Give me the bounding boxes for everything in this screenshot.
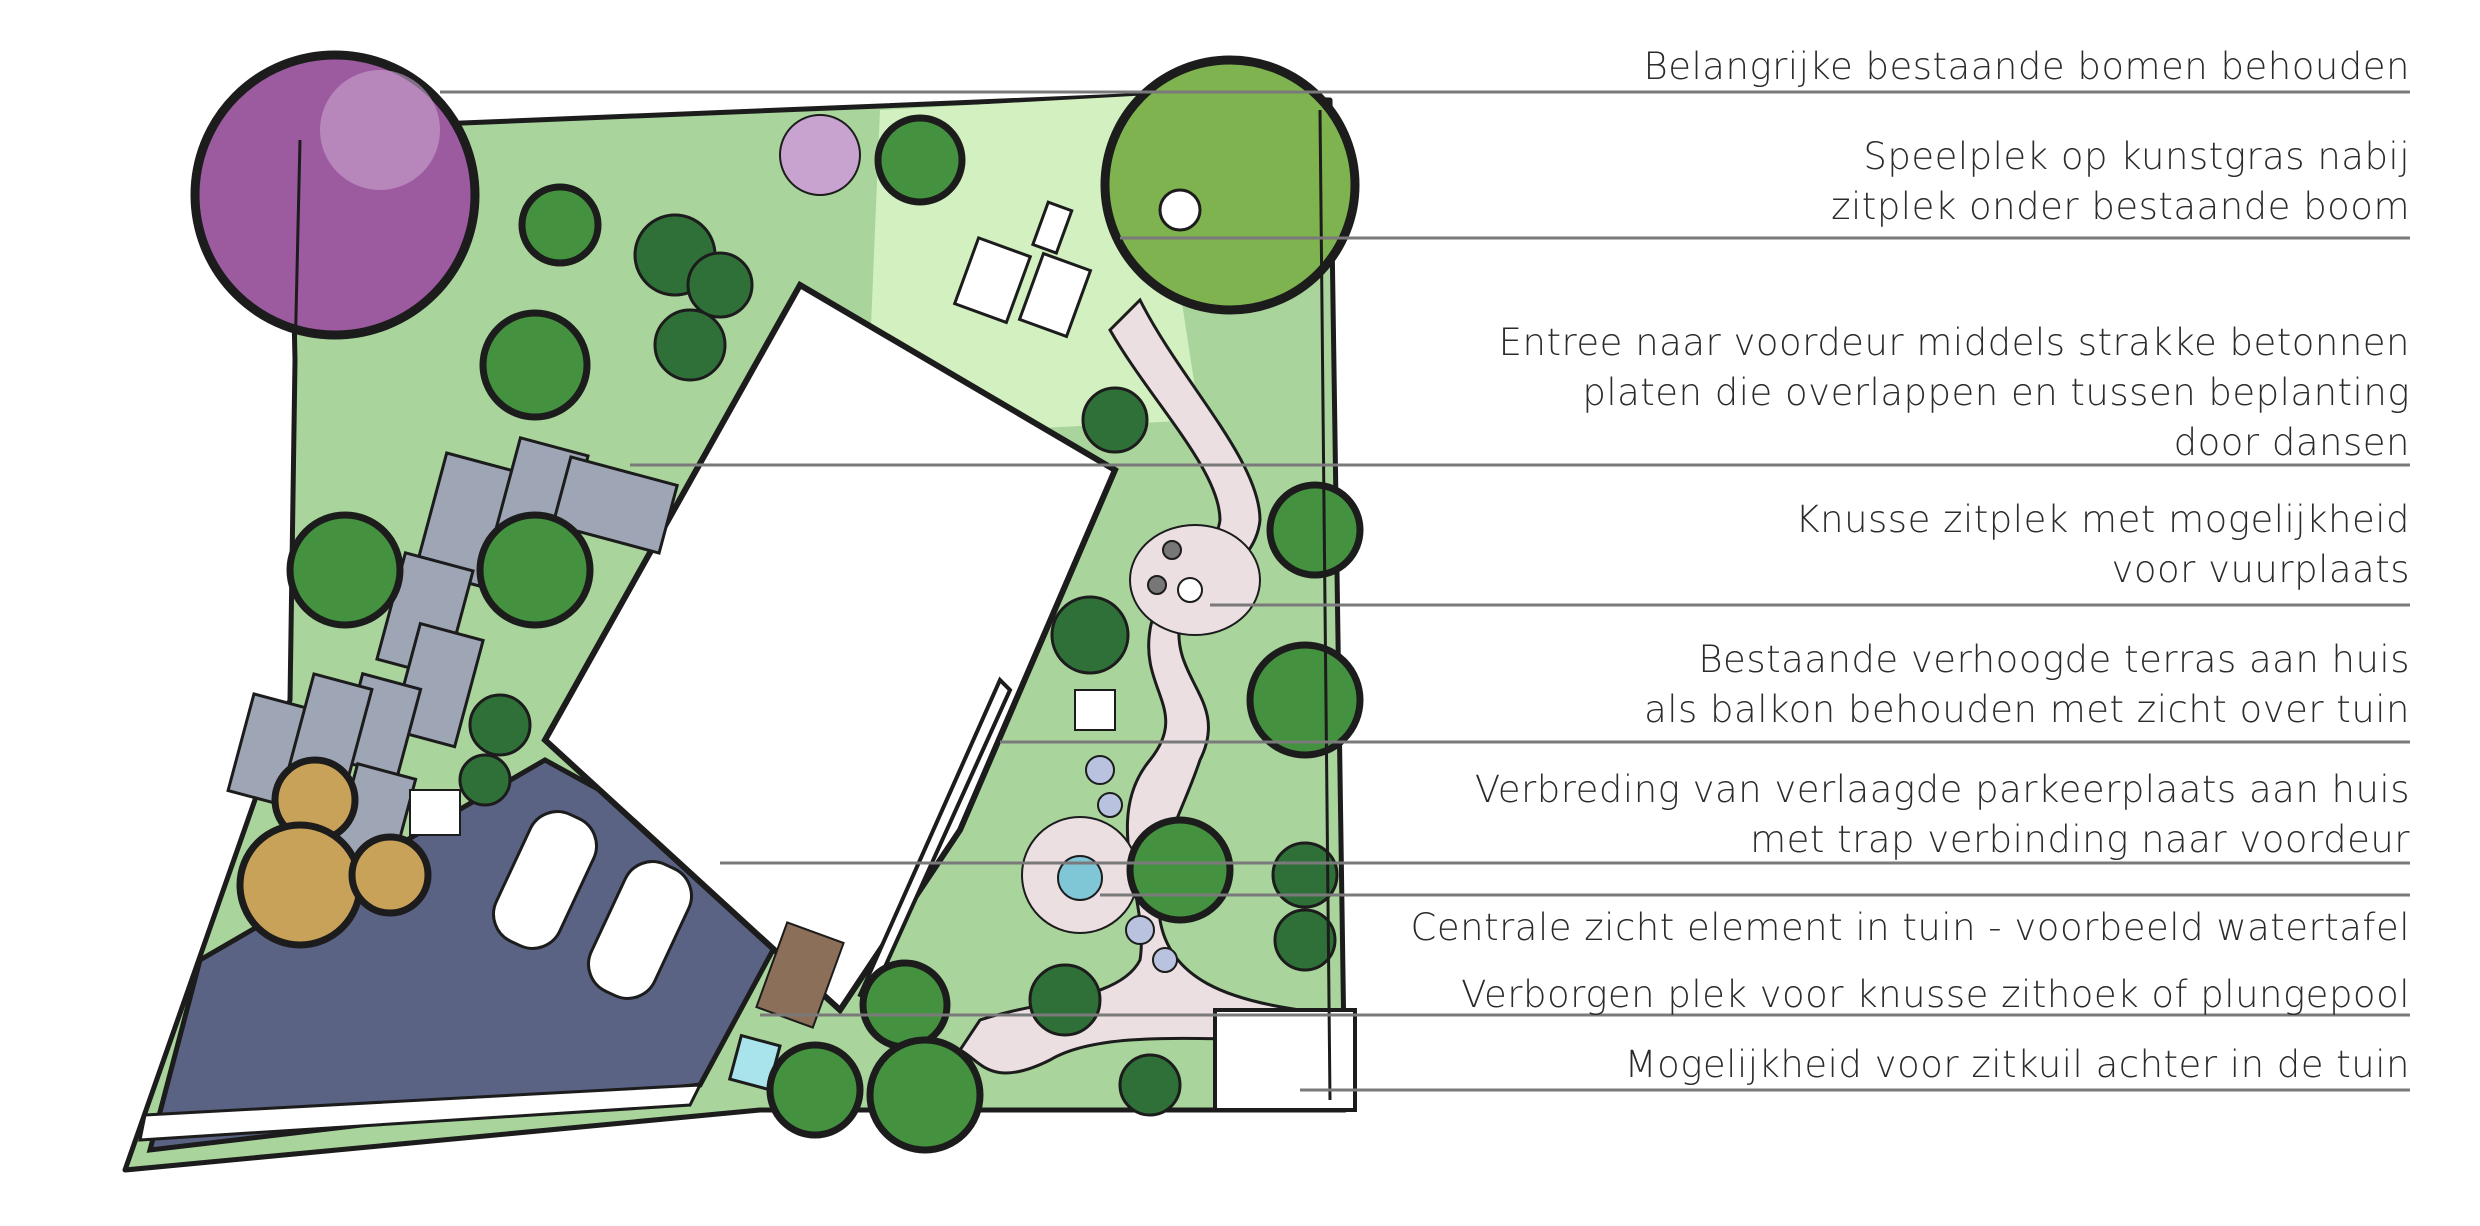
- annotation-line: Verbreding van verlaagde parkeerplaats a…: [1474, 768, 2410, 811]
- tree-canopies: [286, 114, 1364, 1154]
- existing-tree-large-green: [1100, 55, 1360, 315]
- annotation-entrance: Entree naar voordeur middels strakke bet…: [1499, 318, 2410, 468]
- annotation-line: Verborgen plek voor knusse zithoek of pl…: [1461, 973, 2410, 1016]
- entrance-paving-slabs: [226, 435, 680, 869]
- annotation-play: Speelplek op kunstgras nabij zitplek ond…: [1831, 132, 2410, 232]
- annotation-plungepool: Verborgen plek voor knusse zithoek of pl…: [1461, 970, 2410, 1020]
- water-table: [1057, 855, 1103, 901]
- annotation-sunkenseat: Mogelijkheid voor zitkuil achter in de t…: [1625, 1040, 2410, 1090]
- annotation-line: Mogelijkheid voor zitkuil achter in de t…: [1624, 1043, 2410, 1086]
- annotation-line: Speelplek op kunstgras nabij: [1863, 135, 2410, 178]
- stepping-circles: [1085, 755, 1178, 973]
- firepit: [1177, 577, 1203, 603]
- annotation-trees: Belangrijke bestaande bomen behouden: [1644, 42, 2410, 92]
- annotation-line: door dansen: [2173, 421, 2410, 464]
- existing-tree-large-purple: [190, 50, 480, 340]
- annotation-line: voor vuurplaats: [2111, 548, 2410, 591]
- annotation-line: platen die overlappen en tussen beplanti…: [1582, 371, 2410, 414]
- driveway-edge: [138, 1083, 703, 1142]
- annotation-line: Knusse zitplek met mogelijkheid: [1795, 498, 2410, 541]
- annotation-firepit: Knusse zitplek met mogelijkheid voor vuu…: [1795, 495, 2410, 595]
- leader-lines: [440, 90, 2410, 1092]
- annotation-line: Bestaande verhoogde terras aan huis: [1698, 638, 2410, 681]
- tree-canopies-dark: [458, 213, 1339, 1117]
- annotation-line: Centrale zicht element in tuin - voorbee…: [1410, 906, 2410, 949]
- play-mats: [952, 200, 1093, 339]
- annotation-line: Belangrijke bestaande bomen behouden: [1643, 45, 2410, 88]
- seat: [1147, 575, 1167, 595]
- annotation-terrace: Bestaande verhoogde terras aan huis als …: [1644, 635, 2410, 735]
- annotation-parking: Verbreding van verlaagde parkeerplaats a…: [1475, 765, 2410, 865]
- tree-small-purple: [779, 114, 861, 196]
- sunken-seat-area: [1213, 1008, 1357, 1112]
- seat: [1162, 540, 1182, 560]
- annotation-line: met trap verbinding naar voordeur: [1750, 818, 2410, 861]
- stairs: [755, 921, 845, 1029]
- annotation-line: als balkon behouden met zicht over tuin: [1644, 688, 2410, 731]
- car: [492, 810, 693, 1000]
- annotation-watertable: Centrale zicht element in tuin - voorbee…: [1411, 903, 2410, 953]
- steps-near-terrace: [409, 689, 1116, 836]
- play-table: [1158, 188, 1202, 232]
- annotation-line: Entree naar voordeur middels strakke bet…: [1498, 321, 2410, 364]
- annotation-line: zitplek onder bestaande boom: [1831, 185, 2410, 228]
- tree-canopies-ochre: [236, 756, 432, 949]
